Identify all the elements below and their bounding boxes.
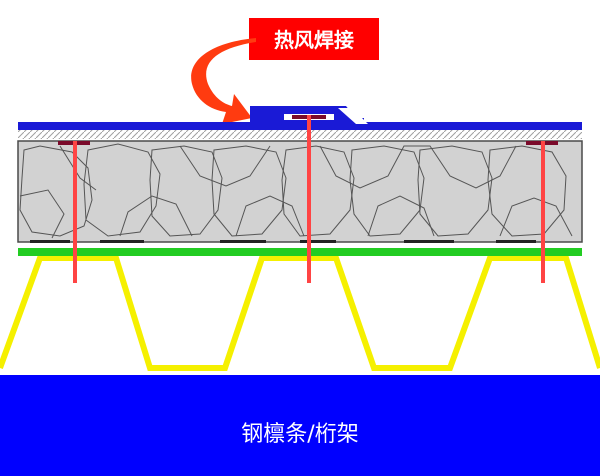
fleece-layer <box>18 130 582 139</box>
steel-deck <box>0 255 600 371</box>
fastener-right <box>526 141 558 283</box>
curved-arrow-icon <box>191 38 256 124</box>
steel-base <box>0 375 600 476</box>
callout-label: 热风焊接 <box>274 28 354 52</box>
insulation-board <box>17 140 583 243</box>
base-label: 钢檩条/桁架 <box>241 422 358 447</box>
vapor-layer <box>18 248 582 256</box>
fastener-left <box>58 141 90 283</box>
fastener-middle <box>292 115 326 283</box>
callout-box <box>249 18 379 60</box>
